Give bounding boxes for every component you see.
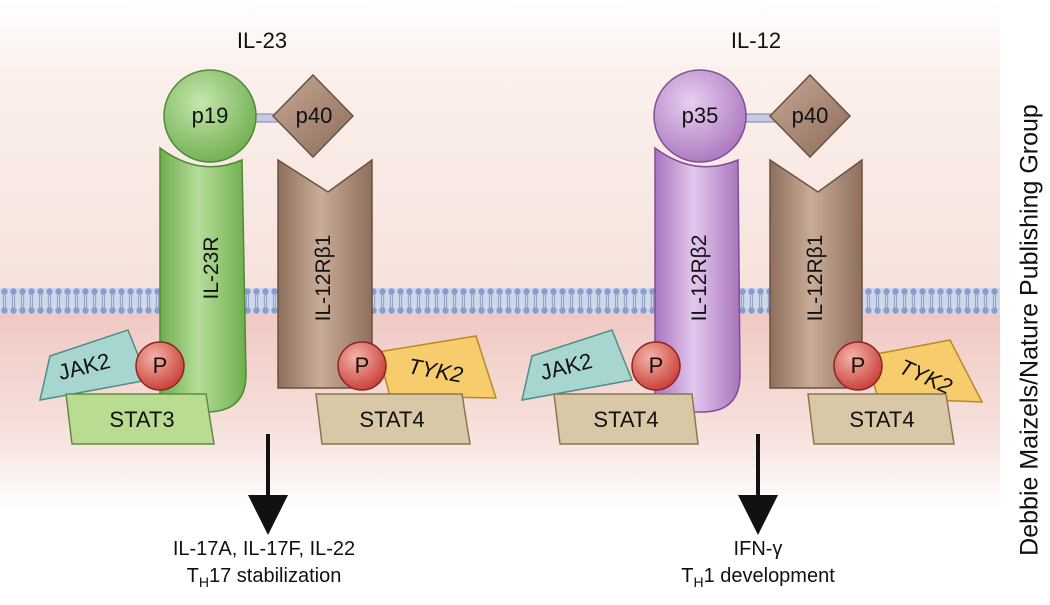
phospho-left-a <box>135 341 185 391</box>
p40-subunit-right <box>768 73 852 159</box>
il12rb1-receptor-right <box>769 158 863 389</box>
stat4-label-right-a: STAT4 <box>593 407 659 432</box>
p35-label: p35 <box>681 103 719 128</box>
stat4-factor-right-b <box>807 393 955 445</box>
left-output-line2: TH17 stabilization <box>186 565 342 590</box>
il12-title: IL-12 <box>730 28 782 53</box>
phospho-right-a <box>631 341 681 391</box>
phospho-label-right-b: P <box>850 353 866 378</box>
tyk2-kinase-left <box>377 335 498 399</box>
p40-label-left: p40 <box>295 103 333 128</box>
p40-subunit-left <box>271 73 355 159</box>
il12rb1-label-right: IL-12Rβ1 <box>804 234 827 322</box>
il12rb1-receptor-left <box>277 158 373 389</box>
stat4-factor-left <box>315 393 471 445</box>
stat4-label-left: STAT4 <box>359 407 425 432</box>
stat4-factor-right-a <box>553 393 699 445</box>
right-output-line2: TH1 development <box>681 565 835 590</box>
phospho-label-right-a: P <box>648 353 664 378</box>
right-output-line1: IFN-γ <box>733 538 783 560</box>
p19-label: p19 <box>191 103 229 128</box>
jak2-kinase-right <box>521 329 634 401</box>
il23r-receptor <box>159 146 247 413</box>
p19-subunit <box>163 69 257 163</box>
phospho-label-left-a: P <box>152 353 168 378</box>
phospho-left-b <box>337 341 387 391</box>
p40-label-right: p40 <box>791 103 829 128</box>
stat3-label: STAT3 <box>109 407 175 432</box>
il12rb2-receptor <box>654 146 741 413</box>
stat3-factor <box>65 393 215 445</box>
phospho-right-b <box>833 341 883 391</box>
left-output-line1: IL-17A, IL-17F, IL-22 <box>172 538 356 560</box>
il23-title: IL-23 <box>236 28 288 53</box>
image-credit: Debbie Maizels/Nature Publishing Group <box>1015 104 1044 556</box>
phospho-label-left-b: P <box>354 353 370 378</box>
il12rb1-label-left: IL-12Rβ1 <box>312 234 335 322</box>
stat4-label-right-b: STAT4 <box>849 407 915 432</box>
left-output-text: IL-17A, IL-17F, IL-22 TH17 stabilization <box>173 536 355 590</box>
right-output-text: IFN-γ TH1 development <box>681 536 835 590</box>
il12rb2-label: IL-12Rβ2 <box>688 234 711 322</box>
il23r-label: IL-23R <box>200 236 223 300</box>
p35-subunit <box>653 69 747 163</box>
